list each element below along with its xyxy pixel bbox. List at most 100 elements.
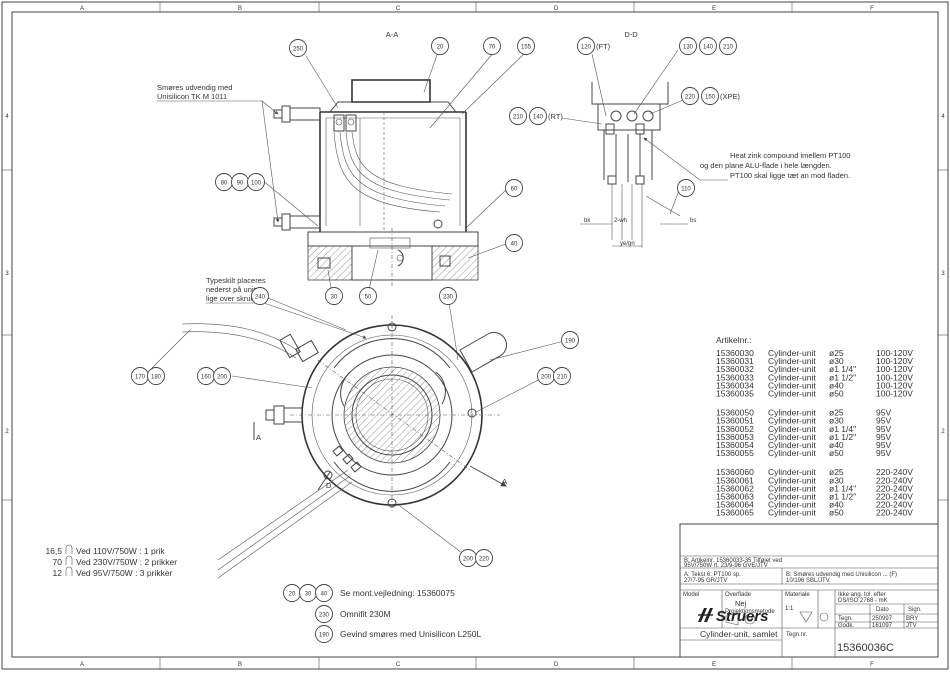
article-volt: 95V: [876, 432, 891, 442]
balloon-90: 90: [237, 181, 244, 187]
article-nr: 15360052: [716, 424, 754, 434]
balloon-210-dd: 210: [723, 45, 734, 51]
article-volt: 220-240V: [876, 492, 913, 502]
article-name: Cylinder-unit: [768, 389, 816, 399]
balloon-100: 100: [251, 181, 262, 187]
heat-note-line2: og den plane ALU-flade i hele længden.: [700, 161, 832, 170]
power-note-1-text: Ved 110V/750W : 1 prik: [76, 546, 165, 556]
article-volt: 95V: [876, 448, 891, 458]
balloon-80: 80: [221, 181, 228, 187]
power-note-2-symbol: [65, 555, 73, 565]
article-volt: 100-120V: [876, 364, 913, 374]
wire-label-bs: bs: [690, 218, 696, 224]
zone-row-4-right: 4: [941, 114, 945, 120]
article-volt: 100-120V: [876, 348, 913, 358]
lubrication-note-line2: Unisilicon TK M 1011: [157, 92, 227, 101]
title-block: B: Artikelnr. 15360033-35 Tilføjet ved 9…: [679, 523, 939, 658]
balloon-150-suffix: (XPE): [720, 92, 741, 101]
balloon-220-dd: 220: [685, 95, 696, 101]
article-nr: 15360033: [716, 372, 754, 382]
article-nr: 15360064: [716, 500, 754, 510]
revision-line-6: 10/196 SBL/JTV: [786, 578, 830, 584]
balloon-240: 240: [255, 295, 266, 301]
balloon-150: 150: [705, 95, 716, 101]
article-name: Cylinder-unit: [768, 416, 816, 426]
balloon-210-right: 210: [557, 375, 568, 381]
article-name: Cylinder-unit: [768, 372, 816, 382]
article-volt: 95V: [876, 440, 891, 450]
zone-labels: A B C D E F A B C D E F 4 3 2 4 3 2: [5, 6, 945, 668]
article-volt: 95V: [876, 416, 891, 426]
power-note-2-text: Ved 230V/750W : 2 prikker: [76, 557, 177, 567]
article-nr: 15360062: [716, 483, 754, 493]
balloon-20: 20: [437, 45, 444, 51]
lubrication-note-line1: Smøres udvendig med: [157, 83, 232, 92]
approved-label: Godk.: [838, 623, 854, 629]
article-size: ø1 1/4": [829, 424, 856, 434]
approved-date: 161097: [872, 623, 893, 629]
revision-line-3: A: Tekst 6: PT100 sp.: [684, 572, 741, 578]
zone-row-3-left: 3: [5, 271, 9, 277]
heat-compound-note: Heat zink compound imellem PT100 og den …: [643, 137, 850, 181]
balloon-30: 30: [331, 295, 338, 301]
section-arrow-a-left: A: [256, 433, 261, 442]
balloon-130: 130: [683, 45, 694, 51]
article-nr: 15360063: [716, 492, 754, 502]
article-name: Cylinder-unit: [768, 424, 816, 434]
balloon-120: 120: [581, 45, 592, 51]
power-note-2-value: 70: [53, 557, 63, 567]
legend-text-mounting: Se mont.vejledning: 15360075: [340, 588, 455, 598]
surface-label: Overflade: [725, 592, 752, 598]
article-size: ø30: [829, 416, 844, 426]
balloon-160: 160: [201, 375, 212, 381]
revision-line-1: B: Artikelnr. 15360033-35 Tilføjet ved: [684, 558, 782, 564]
balloon-50: 50: [365, 295, 372, 301]
drawing-title: Cylinder-unit, samlet: [700, 629, 778, 639]
article-name: Cylinder-unit: [768, 483, 816, 493]
struers-logo: Struers: [698, 608, 769, 625]
balloon-140-dd: 140: [703, 45, 714, 51]
article-name: Cylinder-unit: [768, 448, 816, 458]
article-nr: 15360065: [716, 508, 754, 518]
zone-col-a-bottom: A: [80, 662, 84, 668]
article-nr: 15360054: [716, 440, 754, 450]
drawn-label: Tegn.: [838, 616, 853, 622]
article-table-header: Artikelnr.:: [716, 335, 751, 345]
zone-col-a-top: A: [80, 6, 84, 12]
article-volt: 100-120V: [876, 389, 913, 399]
article-name: Cylinder-unit: [768, 475, 816, 485]
legend-notes: 20 30 40 Se mont.vejledning: 15360075 23…: [283, 584, 482, 643]
article-size: ø50: [829, 448, 844, 458]
zone-row-3-right: 3: [941, 271, 945, 277]
drawn-sign: BRY: [906, 616, 918, 622]
power-note-1-symbol: [65, 544, 73, 554]
article-name: Cylinder-unit: [768, 500, 816, 510]
zone-col-d-bottom: D: [554, 662, 559, 668]
lubrication-note: Smøres udvendig med Unisilicon TK M 1011: [157, 83, 280, 223]
article-nr: 15360060: [716, 467, 754, 477]
balloon-210-rt: 210: [513, 115, 524, 121]
zone-col-f-bottom: F: [870, 662, 874, 668]
article-name: Cylinder-unit: [768, 364, 816, 374]
article-volt: 220-240V: [876, 483, 913, 493]
legend-balloon-230: 230: [319, 613, 330, 619]
article-nr: 15360061: [716, 475, 754, 485]
balloon-250-circle: [289, 39, 307, 57]
article-size: ø30: [829, 356, 844, 366]
tolerance-line-2: DS/ISO 2768 - mK: [838, 598, 888, 604]
power-note-1-value: 16,5: [45, 546, 62, 556]
surface-value: Nej: [735, 599, 747, 608]
article-volt: 100-120V: [876, 380, 913, 390]
balloon-140-rt: 140: [533, 115, 544, 121]
article-nr: 15360032: [716, 364, 754, 374]
article-size: ø25: [829, 467, 844, 477]
article-size: ø30: [829, 475, 844, 485]
article-nr: 15360055: [716, 448, 754, 458]
projection-symbol: [725, 612, 756, 626]
tolerance-symbols: [799, 611, 829, 623]
drawn-date: 250997: [872, 616, 893, 622]
power-note-3-value: 12: [53, 568, 63, 578]
model-label: Model: [683, 592, 699, 598]
section-aa-view: [273, 79, 479, 286]
